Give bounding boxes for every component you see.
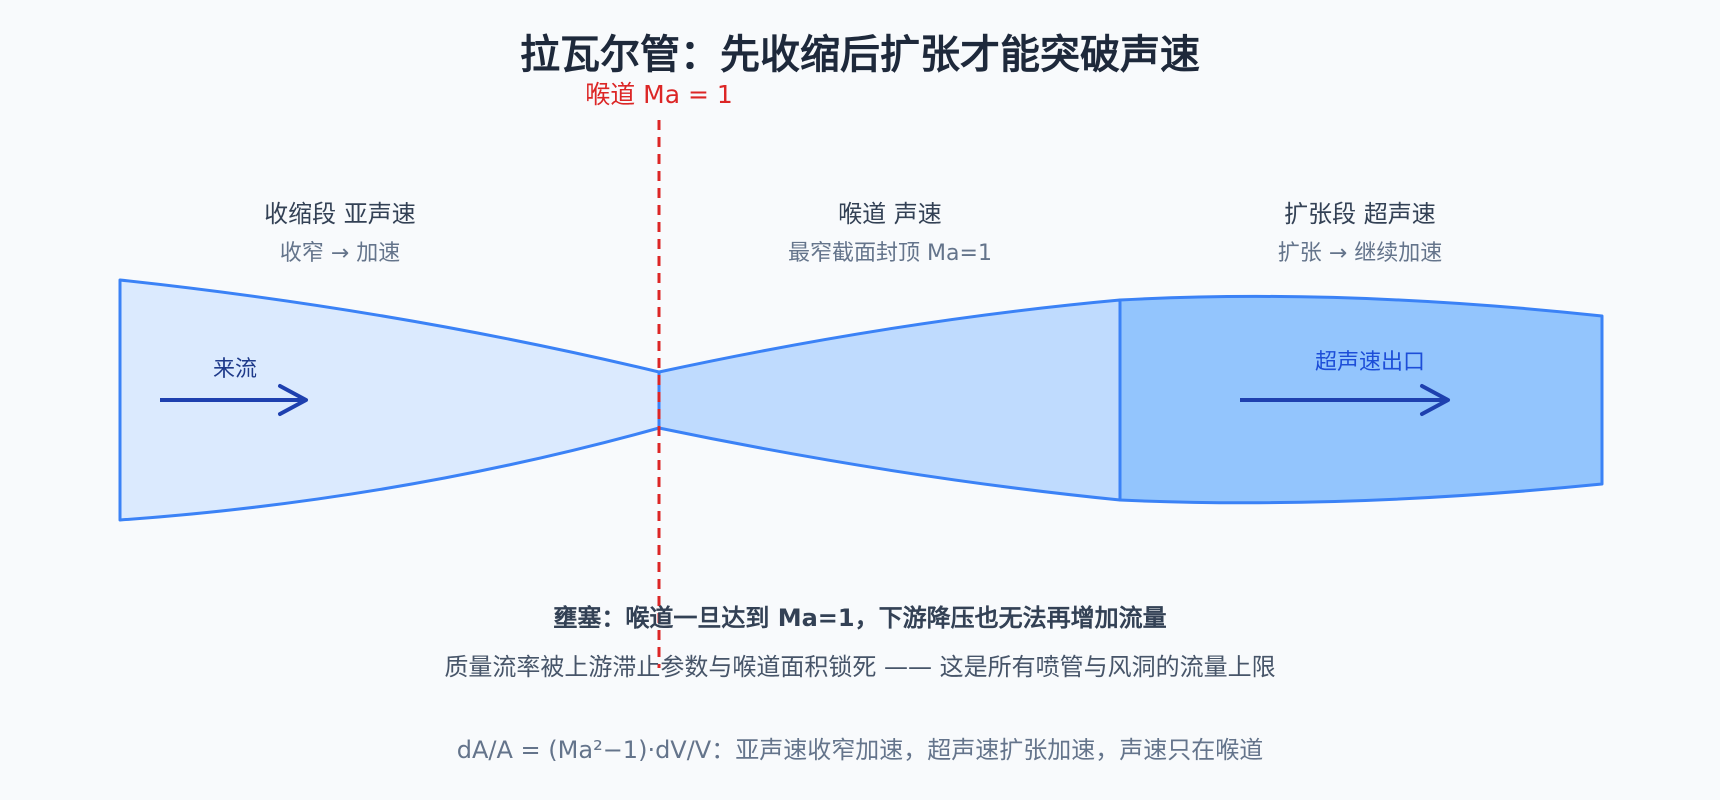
diverging-section-title: 扩张段 超声速 xyxy=(1284,200,1436,228)
outlet-flow-label: 超声速出口 xyxy=(1315,350,1425,375)
inlet-flow-label: 来流 xyxy=(213,357,257,382)
diverging-section-subtitle: 扩张 → 继续加速 xyxy=(1277,241,1443,266)
throat-section-subtitle: 最窄截面封顶 Ma=1 xyxy=(788,241,992,266)
converging-section-subtitle: 收窄 → 加速 xyxy=(279,241,401,266)
outlet-flow-arrow xyxy=(1240,384,1450,416)
choke-heading: 壅塞：喉道一旦达到 Ma=1，下游降压也无法再增加流量 xyxy=(553,604,1167,632)
converging-section-title: 收缩段 亚声速 xyxy=(264,200,416,228)
area-velocity-formula: dA/A = (Ma²−1)·dV/V：亚声速收窄加速，超声速扩张加速，声速只在… xyxy=(456,736,1264,764)
throat-section-title: 喉道 声速 xyxy=(838,200,942,228)
throat-marker-label: 喉道 Ma = 1 xyxy=(585,80,733,109)
inlet-flow-arrow xyxy=(160,384,308,416)
diverging-section xyxy=(657,298,1122,502)
choke-description: 质量流率被上游滞止参数与喉道面积锁死 —— 这是所有喷管与风洞的流量上限 xyxy=(444,653,1276,681)
diagram-title: 拉瓦尔管：先收缩后扩张才能突破声速 xyxy=(520,32,1200,78)
